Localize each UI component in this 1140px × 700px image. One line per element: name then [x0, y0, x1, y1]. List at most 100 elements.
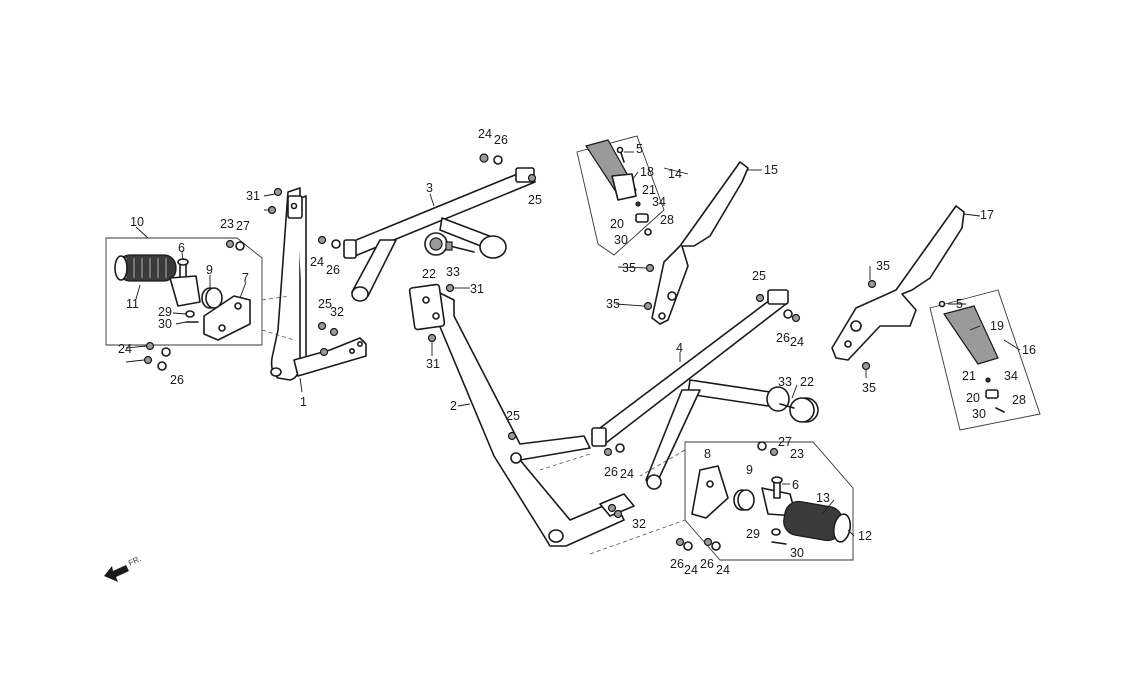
callout-5a: 5	[636, 142, 643, 156]
callout-29b: 29	[746, 527, 760, 541]
callout-7: 7	[242, 271, 249, 285]
callout-33a: 33	[446, 265, 460, 279]
part-1-left-step-bar[interactable]	[270, 187, 367, 381]
callout-35c: 35	[876, 259, 890, 273]
callout-8: 8	[704, 447, 711, 461]
part-21-34-20-right-detent[interactable]	[985, 377, 1005, 413]
callout-26f: 26	[670, 557, 684, 571]
callout-30a: 30	[158, 317, 172, 331]
callout-25a: 25	[528, 193, 542, 207]
callout-14: 14	[668, 167, 682, 181]
callout-30c: 30	[614, 233, 628, 247]
callout-25b: 25	[318, 297, 332, 311]
callout-32a: 32	[330, 305, 344, 319]
callout-labels: 1 2 3 4 5 5 6 6 7 8 9 9 10 11 12 13 14 1…	[118, 127, 1036, 577]
callout-32b: 32	[632, 517, 646, 531]
callout-35d: 35	[862, 381, 876, 395]
callout-34b: 34	[1004, 369, 1018, 383]
callout-19: 19	[990, 319, 1004, 333]
part-15-left-pillion-bracket[interactable]	[651, 161, 749, 325]
callout-34a: 34	[652, 195, 666, 209]
assembly-box-10	[105, 237, 263, 346]
part-19-right-pillion-peg[interactable]	[943, 305, 999, 365]
callout-9b: 9	[746, 463, 753, 477]
callout-26e: 26	[776, 331, 790, 345]
callout-15: 15	[764, 163, 778, 177]
part-29-30-right-washer-pin[interactable]	[771, 528, 787, 545]
callout-24b: 24	[310, 255, 324, 269]
callout-1: 1	[300, 395, 307, 409]
part-17-right-pillion-bracket[interactable]	[831, 205, 965, 361]
callout-5b: 5	[956, 297, 963, 311]
part-11-left-footpeg-rubber[interactable]	[114, 254, 177, 282]
part-5-left-pin[interactable]	[616, 146, 625, 163]
part-33-bolt-right[interactable]	[779, 403, 795, 409]
callout-20a: 20	[610, 217, 624, 231]
assembly-box-16	[929, 289, 1041, 431]
callout-23a: 23	[220, 217, 234, 231]
part-4-right-brace[interactable]	[591, 289, 790, 490]
callout-3: 3	[426, 181, 433, 195]
callout-12: 12	[858, 529, 872, 543]
part-3-left-upper-brace[interactable]	[343, 167, 536, 302]
front-direction-arrow-icon	[104, 565, 129, 582]
callout-31a: 31	[246, 189, 260, 203]
callout-24e: 24	[790, 335, 804, 349]
callout-23b: 23	[790, 447, 804, 461]
callout-6b: 6	[792, 478, 799, 492]
callout-24g: 24	[716, 563, 730, 577]
hardware-bolts	[143, 153, 877, 551]
part-21-34-20-left-detent[interactable]	[635, 201, 652, 236]
callout-21b: 21	[962, 369, 976, 383]
callout-22b: 22	[800, 375, 814, 389]
callout-6a: 6	[178, 241, 185, 255]
callout-16: 16	[1022, 343, 1036, 357]
part-7-left-holder[interactable]	[203, 295, 251, 341]
assembly-guide-lines	[261, 295, 686, 555]
part-5-right-pin[interactable]	[938, 300, 946, 308]
part-8-right-holder[interactable]	[691, 465, 729, 519]
callout-26a: 26	[494, 133, 508, 147]
callout-31c: 31	[426, 357, 440, 371]
part-13-right-footpeg-rubber[interactable]	[781, 499, 852, 543]
part-29-30-left-washer-pin[interactable]	[185, 310, 199, 323]
callout-4: 4	[676, 341, 683, 355]
callout-30b: 30	[790, 546, 804, 560]
callout-20b: 20	[966, 391, 980, 405]
callout-26c: 26	[170, 373, 184, 387]
callout-26d: 26	[604, 465, 618, 479]
callout-9a: 9	[206, 263, 213, 277]
callout-31b: 31	[470, 282, 484, 296]
part-left-step-bracket[interactable]	[169, 275, 201, 307]
assembly-box-14	[576, 135, 665, 256]
callout-22a: 22	[422, 267, 436, 281]
callout-35a: 35	[622, 261, 636, 275]
part-22-bushing-left[interactable]	[424, 232, 448, 256]
part-22-knob-right[interactable]	[789, 397, 819, 423]
callout-24d: 24	[620, 467, 634, 481]
callout-17: 17	[980, 208, 994, 222]
callout-10: 10	[130, 215, 144, 229]
part-2-center-frame-bar[interactable]	[408, 283, 635, 547]
part-9-right-spring[interactable]	[733, 489, 755, 511]
part-6-right-pin[interactable]	[771, 476, 783, 499]
callout-25c: 25	[506, 409, 520, 423]
callout-28b: 28	[1012, 393, 1026, 407]
callout-2: 2	[450, 399, 457, 413]
callout-26b: 26	[326, 263, 340, 277]
part-9-left-spring[interactable]	[201, 287, 223, 309]
part-18-left-pillion-peg[interactable]	[585, 139, 637, 201]
front-direction-label: FR.	[127, 554, 142, 568]
callout-13: 13	[816, 491, 830, 505]
callout-28a: 28	[660, 213, 674, 227]
callout-24f: 24	[684, 563, 698, 577]
leader-lines	[125, 151, 1021, 537]
callout-35b: 35	[606, 297, 620, 311]
callout-21a: 21	[642, 183, 656, 197]
front-direction-indicator: FR.	[104, 554, 143, 582]
part-33-bolt-left[interactable]	[445, 241, 475, 253]
callout-26g: 26	[700, 557, 714, 571]
callout-25d: 25	[752, 269, 766, 283]
